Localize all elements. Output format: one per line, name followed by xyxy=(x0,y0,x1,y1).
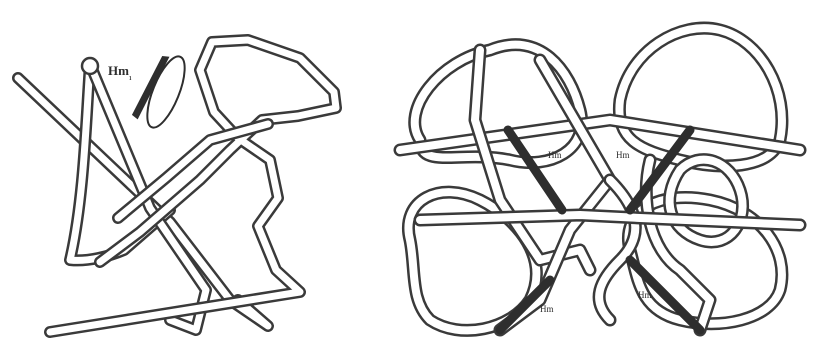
heme-group xyxy=(131,52,192,132)
monomer-drawing: Hm₁ xyxy=(0,0,380,361)
heme-label-4: Hm xyxy=(638,290,652,300)
heme-label-2: Hm xyxy=(616,150,630,160)
chain-terminus xyxy=(82,58,98,74)
tetramer-drawing: Hm Hm Hm Hm xyxy=(380,0,819,361)
heme-label: Hm₁ xyxy=(108,63,132,80)
myoglobin-monomer-ribbon: Hm₁ xyxy=(0,0,380,361)
hemoglobin-tetramer-ribbon: Hm Hm Hm Hm xyxy=(380,0,819,361)
heme-label-1: Hm xyxy=(548,150,562,160)
heme-label-3: Hm xyxy=(540,304,554,314)
heme-alpha1 xyxy=(508,130,562,210)
subunit-chains xyxy=(400,28,800,330)
